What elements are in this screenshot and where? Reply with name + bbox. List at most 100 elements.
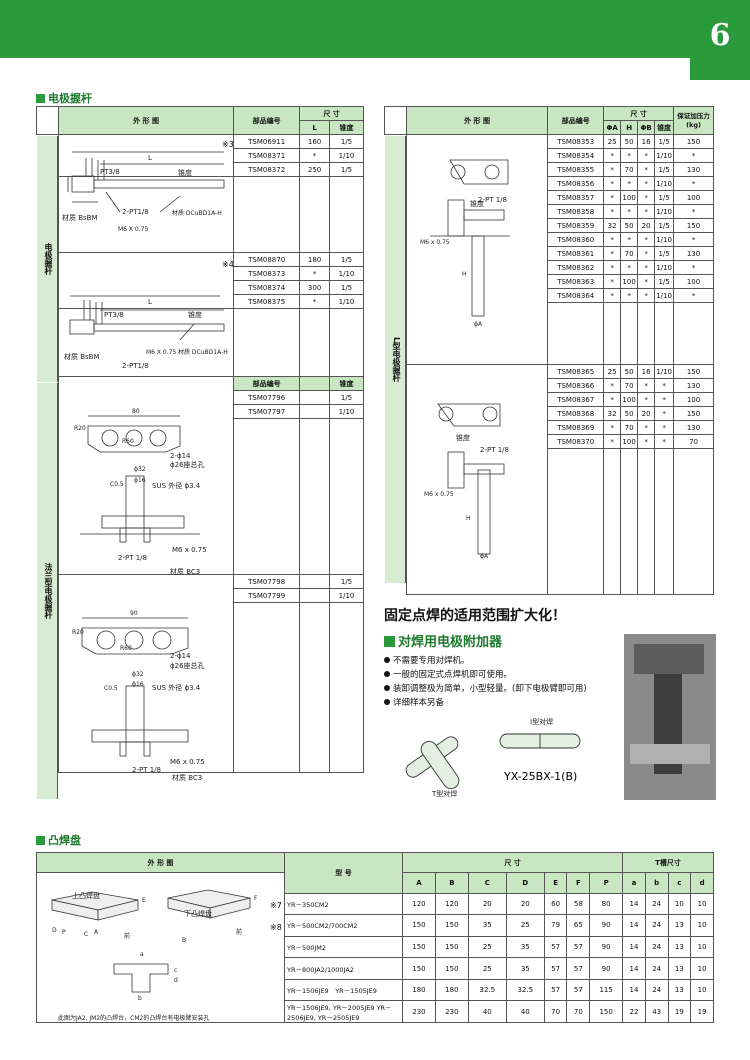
table-cell: 1/5 xyxy=(654,274,675,289)
col-tslot: T槽尺寸 xyxy=(622,852,714,873)
table-cell: 50 xyxy=(620,364,639,379)
label-mat1: 材质 BsBM xyxy=(62,213,98,222)
upper-boss-label: 上凸焊盘 xyxy=(72,891,100,900)
table-cell: 1/10 xyxy=(654,204,675,219)
table-cell: * xyxy=(603,288,622,303)
col-header: D xyxy=(505,872,545,894)
table-cell: TSM08363 xyxy=(547,274,605,289)
table-cell: TSM07797 xyxy=(233,404,301,419)
label-mat: 材质 BC3 xyxy=(170,567,200,576)
table-row: TSM08356***1/10* xyxy=(385,176,714,191)
table-cell: 150 xyxy=(434,935,469,959)
table-cell: * xyxy=(637,162,656,177)
label-phiA: ϕA xyxy=(480,553,489,560)
table-cell: 1/10 xyxy=(654,148,675,163)
table-cell: 32 xyxy=(603,406,622,421)
table-row: TSM08373*1/10 xyxy=(37,266,364,281)
t-weld-label: T型对焊 xyxy=(431,789,457,798)
table-cell: 150 xyxy=(402,957,436,980)
col-dim: 尺 寸 xyxy=(603,106,675,121)
col-L: L xyxy=(299,120,331,135)
label-r20: R20 xyxy=(72,629,84,636)
label-mat2: 材质 DCuBD1A-H xyxy=(172,209,222,217)
table-cell: 20 xyxy=(467,892,507,916)
table-cell: * xyxy=(603,232,622,247)
table-row: TSM08362***1/10* xyxy=(385,260,714,275)
table-cell: TSM08354 xyxy=(547,148,605,163)
table-cell: * xyxy=(603,420,622,435)
holder-drawing-1: PT3/8 锥度 L 2-PT1/8 材质 BsBM 材质 DCuBD1A-H … xyxy=(62,151,225,233)
label-H: H xyxy=(466,515,471,522)
dim-E: E xyxy=(142,897,146,904)
table-cell: 1/10 xyxy=(329,588,364,603)
table-cell: * xyxy=(603,176,622,191)
table-cell: TSM08367 xyxy=(547,392,605,407)
table-cell: 24 xyxy=(644,892,669,916)
table-cell: TSM08362 xyxy=(547,260,605,275)
table-cell: 250 xyxy=(299,162,331,177)
label-L: L xyxy=(148,298,152,306)
table-cell: 90 xyxy=(589,914,624,937)
dim-D: D xyxy=(52,927,57,934)
table-cell: 150 xyxy=(673,406,714,421)
table-cell: TSM08358 xyxy=(547,204,605,219)
table-cell: * xyxy=(299,266,331,281)
col-taper: 锥度 xyxy=(329,120,364,135)
table-cell: 80 xyxy=(589,892,624,916)
label-m6: M6 X 0.75 xyxy=(118,226,148,233)
table-cell: 1/10 xyxy=(329,404,364,419)
table-cell: * xyxy=(654,406,675,421)
table-cell: 70 xyxy=(543,1000,568,1023)
table-cell: 150 xyxy=(673,364,714,379)
table-cell: 180 xyxy=(434,978,469,1002)
table-cell: TSM08359 xyxy=(547,218,605,233)
label-m6: M6 x 0.75 xyxy=(424,491,454,498)
col-header: b xyxy=(644,872,669,894)
table-row: TSM08367*100**100 xyxy=(385,392,714,407)
col-header: P xyxy=(589,872,624,894)
table-cell: * xyxy=(654,420,675,435)
machine-photo xyxy=(624,634,716,800)
table-cell: 150 xyxy=(434,957,469,980)
col-header: c xyxy=(667,872,692,894)
table-cell: 100 xyxy=(620,392,639,407)
table-cell: 1/5 xyxy=(329,134,364,149)
dim-P: P xyxy=(62,929,66,936)
col-header: d xyxy=(690,872,714,894)
table-cell: 70 xyxy=(620,246,639,261)
label-pt18: 2-PT 1/8 xyxy=(132,766,161,774)
table-cell: 79 xyxy=(543,914,568,937)
table-cell: YR－500JM2 xyxy=(284,935,403,959)
table-cell: 24 xyxy=(644,978,669,1002)
table-cell: 150 xyxy=(402,935,436,959)
table-cell: 1/10 xyxy=(654,364,675,379)
bullet-icon xyxy=(384,657,390,663)
table-cell: * xyxy=(603,246,622,261)
table-cell: * xyxy=(637,420,656,435)
table-cell: TSM08371 xyxy=(233,148,301,163)
col-part: 部品编号 xyxy=(547,106,605,135)
table-cell: * xyxy=(603,162,622,177)
table-cell: TSM07798 xyxy=(233,574,301,589)
section-title-boss: 凸焊盘 xyxy=(36,832,81,848)
table-cell: 130 xyxy=(673,246,714,261)
table-cell: 16 xyxy=(637,364,656,379)
table-row: TSM08371*1/10 xyxy=(37,148,364,163)
table-row: TSM07797 1/10 xyxy=(37,404,364,419)
table-cell: TSM08370 xyxy=(547,434,605,449)
table-cell: 150 xyxy=(673,218,714,233)
col-header: F xyxy=(566,872,591,894)
square-bullet-icon xyxy=(384,636,395,647)
table-cell: TSM08365 xyxy=(547,364,605,379)
table-cell: TSM07799 xyxy=(233,588,301,603)
table-cell: * xyxy=(603,378,622,393)
